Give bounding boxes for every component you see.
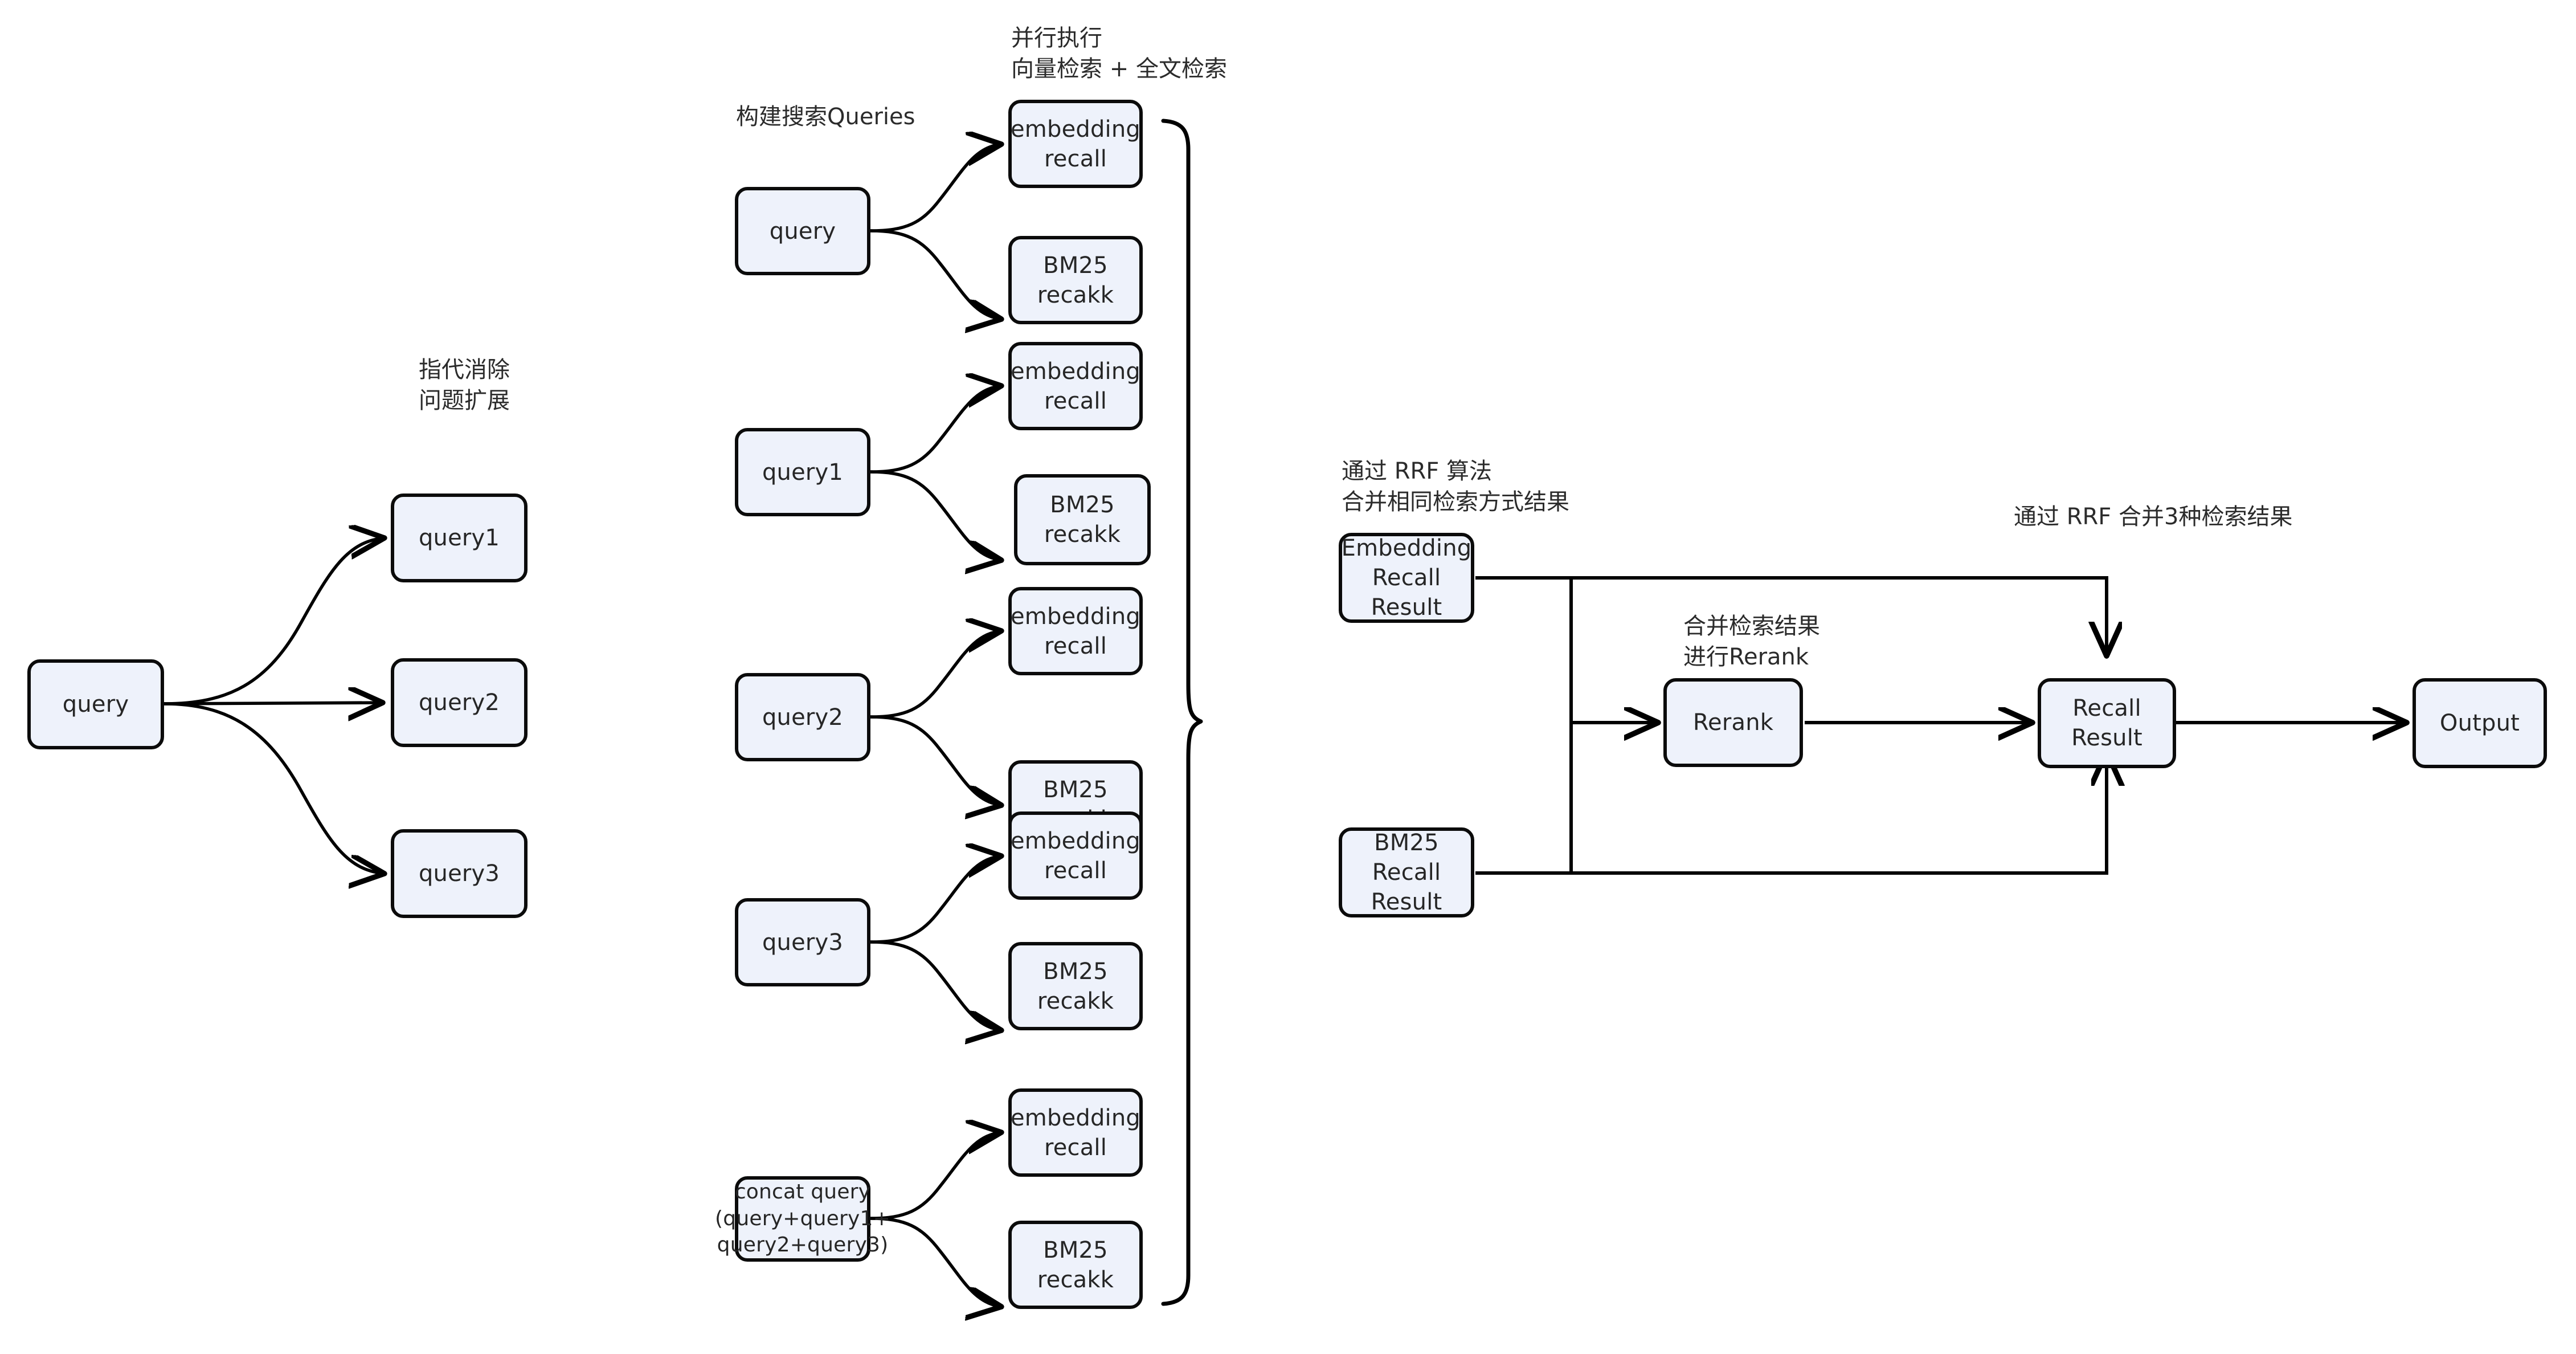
node-s2-source-concat[interactable]: concat query (query+query1+ query2+query… xyxy=(715,1176,890,1262)
node-query2[interactable]: query2 xyxy=(391,658,528,747)
node-rerank[interactable]: Rerank xyxy=(1663,678,1803,767)
node-bm25-recall-result[interactable]: BM25 Recall Result xyxy=(1339,827,1474,917)
note-rrf-same-method: 通过 RRF 算法 合并相同检索方式结果 xyxy=(1342,458,1569,516)
node-bm25-recall-0[interactable]: BM25 recakk xyxy=(1008,236,1143,324)
node-bm25-recall-1[interactable]: BM25 recakk xyxy=(1014,474,1151,565)
note-merge-rerank: 合并检索结果 进行Rerank xyxy=(1683,613,1820,671)
node-s2-source-query1[interactable]: query1 xyxy=(735,428,870,516)
node-s2-source-query2[interactable]: query2 xyxy=(735,673,870,761)
node-embedding-recall-0[interactable]: embedding recall xyxy=(1008,100,1143,188)
node-recall-result[interactable]: Recall Result xyxy=(2038,678,2176,768)
node-embedding-recall-3[interactable]: embedding recall xyxy=(1008,811,1143,900)
note-rewrite: 指代消除 问题扩展 xyxy=(419,357,510,414)
node-bm25-recall-4[interactable]: BM25 recakk xyxy=(1008,1221,1143,1309)
node-embedding-recall-2[interactable]: embedding recall xyxy=(1008,587,1143,675)
node-s2-source-query[interactable]: query xyxy=(735,187,870,275)
node-bm25-recall-3[interactable]: BM25 recakk xyxy=(1008,942,1143,1030)
node-s2-source-query3[interactable]: query3 xyxy=(735,898,870,986)
node-query3[interactable]: query3 xyxy=(391,829,528,918)
note-rrf-three: 通过 RRF 合并3种检索结果 xyxy=(2014,504,2293,530)
node-output[interactable]: Output xyxy=(2413,678,2547,768)
node-query1[interactable]: query1 xyxy=(391,494,528,582)
node-embedding-recall-4[interactable]: embedding recall xyxy=(1008,1088,1143,1177)
node-embedding-recall-result[interactable]: Embedding Recall Result xyxy=(1339,533,1474,623)
note-parallel-exec: 并行执行 向量检索 + 全文检索 xyxy=(1011,25,1227,83)
note-build-queries: 构建搜索Queries xyxy=(736,104,915,130)
node-embedding-recall-1[interactable]: embedding recall xyxy=(1008,342,1143,430)
node-query-source[interactable]: query xyxy=(27,659,164,749)
